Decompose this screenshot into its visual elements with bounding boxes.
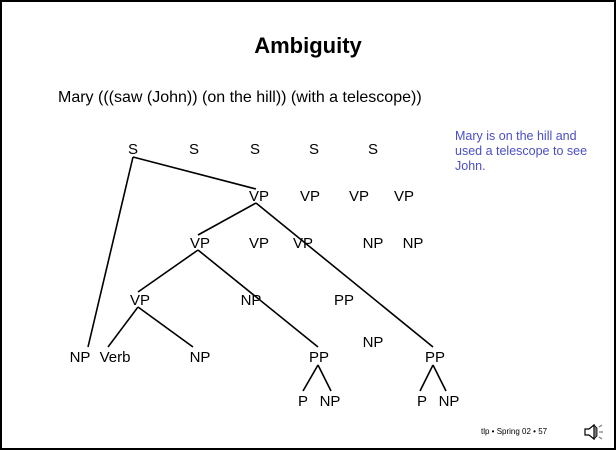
tree-label: VP bbox=[300, 188, 320, 205]
tree-label: VP bbox=[394, 188, 414, 205]
tree-label: VP bbox=[349, 188, 369, 205]
edge-vp-pp bbox=[255, 202, 434, 348]
bracketed-sentence: Mary (((saw (John)) (on the hill)) (with… bbox=[58, 89, 422, 106]
tree-label: NP bbox=[363, 235, 384, 252]
slide-footer: tlp • Spring 02 • 57 bbox=[481, 427, 548, 436]
edge-vp-verb bbox=[107, 306, 139, 348]
tree-label: NP bbox=[70, 349, 91, 366]
tree-label: S bbox=[128, 141, 138, 158]
edge-pp-np-left bbox=[317, 364, 332, 392]
tree-label: NP bbox=[363, 334, 384, 351]
tree-labels: S S S S S VP VP VP VP VP VP VP NP NP VP … bbox=[70, 141, 460, 410]
tree-label: NP bbox=[403, 235, 424, 252]
tree-label: P bbox=[298, 393, 308, 410]
tree-label: NP bbox=[241, 292, 262, 309]
tree-label: P bbox=[417, 393, 427, 410]
tree-label: VP bbox=[190, 235, 210, 252]
edge-s-np bbox=[87, 156, 134, 348]
tree-label: VP bbox=[249, 188, 269, 205]
tree-label: NP bbox=[320, 393, 341, 410]
tree-label: VP bbox=[293, 235, 313, 252]
tree-label: VP bbox=[130, 292, 150, 309]
tree-label: VP bbox=[249, 235, 269, 252]
tree-label: S bbox=[368, 141, 378, 158]
edge-pp-np-right bbox=[432, 364, 447, 392]
edge-vp-pp-mid bbox=[197, 249, 319, 348]
tree-label: Verb bbox=[100, 349, 131, 366]
tree-label: PP bbox=[425, 349, 445, 366]
tree-label: PP bbox=[334, 292, 354, 309]
tree-label: PP bbox=[309, 349, 329, 366]
edge-vp-vp-lower bbox=[137, 249, 199, 293]
interpretation-note: Mary is on the hill and used a telescope… bbox=[455, 129, 588, 173]
edge-vp-np bbox=[137, 306, 194, 348]
tree-label: S bbox=[250, 141, 260, 158]
tree-label: NP bbox=[190, 349, 211, 366]
tree-edges bbox=[87, 156, 447, 392]
edge-vp-vp bbox=[197, 202, 257, 236]
slide-title: Ambiguity bbox=[254, 33, 362, 58]
edge-s-vp bbox=[132, 156, 257, 190]
tree-label: NP bbox=[439, 393, 460, 410]
speaker-icon[interactable] bbox=[584, 423, 604, 441]
tree-label: S bbox=[309, 141, 319, 158]
edge-pp-p-right bbox=[419, 364, 434, 392]
edge-pp-p-left bbox=[302, 364, 319, 392]
tree-label: S bbox=[189, 141, 199, 158]
